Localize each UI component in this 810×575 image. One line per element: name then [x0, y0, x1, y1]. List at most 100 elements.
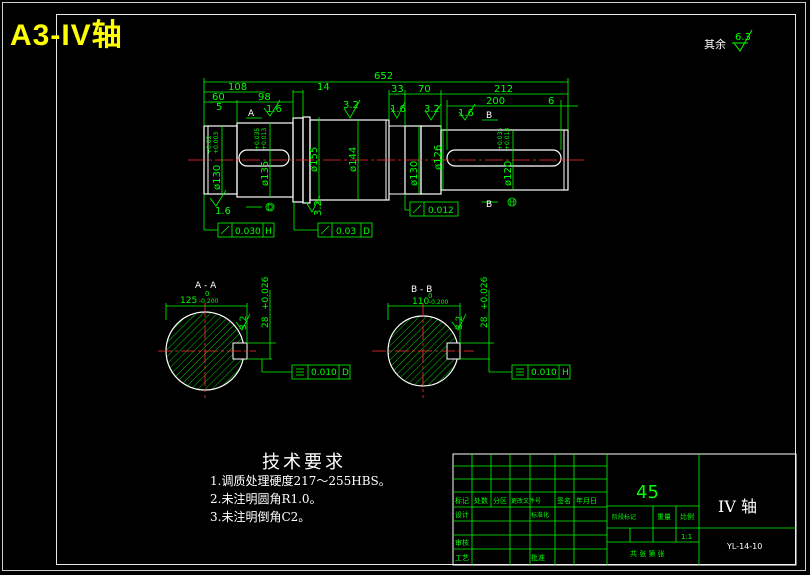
svg-text:+0.026: +0.026 — [480, 276, 490, 310]
svg-text:H: H — [562, 368, 569, 378]
tech-requirement-1: 1.调质处理硬度217～255HBS。 — [210, 474, 391, 488]
finish-note-symbol — [732, 29, 753, 52]
finish-note-text: 其余 — [704, 37, 726, 51]
dim-108: 108 — [228, 82, 247, 93]
tb-design: 设计 — [455, 510, 469, 519]
svg-text:3.2: 3.2 — [455, 316, 465, 330]
svg-text:标记: 标记 — [455, 496, 469, 505]
svg-text:处数: 处数 — [474, 496, 488, 505]
svg-text:ø144: ø144 — [348, 147, 359, 172]
dim-14: 14 — [317, 82, 330, 93]
svg-text:1.6: 1.6 — [215, 206, 231, 217]
drawing-title: A3-IV轴 — [10, 19, 123, 52]
svg-text:D: D — [267, 203, 273, 212]
gdt-frame-left — [204, 222, 275, 238]
gdt-mid-datum: D — [363, 227, 370, 237]
roughness-texts-top: 1.6 3.2 1.6 3.2 1.6 — [266, 100, 474, 119]
tb-drawing-number: YL-14-10 — [726, 542, 762, 551]
section-mark-a-top: A — [248, 109, 255, 119]
dim-overall-length: 652 — [374, 71, 393, 82]
gdt-mid-value: 0.03 — [336, 227, 356, 237]
dim-98: 98 — [258, 92, 271, 103]
svg-text:ø120: ø120 — [503, 161, 514, 186]
svg-text:0: 0 — [428, 292, 432, 300]
section-aa: A - A 0 125 -0.200 28 +0.026 3.2 0.010 D — [158, 276, 351, 398]
gdt-right-value: 0.012 — [428, 206, 454, 216]
tech-requirement-2: 2.未注明圆角R1.0。 — [210, 492, 322, 506]
svg-text:ø135: ø135 — [260, 161, 271, 186]
tb-standardize: 标准化 — [531, 511, 549, 519]
section-aa-sym-tol: 0.010 — [311, 368, 337, 378]
tb-material: 45 — [636, 482, 659, 503]
tb-process: 工艺 — [455, 554, 469, 562]
dimension-texts-top: 652 108 60 98 5 14 33 70 212 200 6 — [212, 71, 554, 113]
svg-text:-0.200: -0.200 — [429, 299, 449, 306]
svg-text:28: 28 — [480, 316, 490, 328]
datum-symbols — [265, 197, 517, 212]
svg-text:28: 28 — [261, 316, 271, 328]
svg-text:H: H — [509, 198, 515, 207]
svg-text:3.2: 3.2 — [343, 100, 359, 111]
svg-text:+0.02: +0.02 — [206, 135, 213, 154]
svg-text:3.2: 3.2 — [424, 104, 440, 115]
svg-text:+0.026: +0.026 — [261, 276, 271, 310]
gdt-left-datum: H — [265, 227, 272, 237]
tb-scale: 比例 — [680, 512, 694, 521]
svg-text:签名: 签名 — [557, 496, 571, 505]
svg-text:3.2: 3.2 — [239, 316, 249, 330]
svg-text:更改文件号: 更改文件号 — [511, 497, 541, 505]
svg-text:年月日: 年月日 — [576, 496, 597, 505]
section-aa-label: A - A — [195, 281, 217, 291]
tech-requirements-title: 技术要求 — [262, 452, 346, 473]
tb-scale-value: 1:1 — [681, 533, 692, 541]
section-bb: B - B 0 110 -0.200 28 +0.026 3.2 0.010 H — [372, 276, 571, 398]
tb-sheets: 共 张 第 张 — [630, 549, 665, 558]
dim-212: 212 — [494, 84, 513, 95]
svg-text:1.6: 1.6 — [458, 108, 474, 119]
diameter-labels: ø130 +0.02 +0.003 ø135 +0.035 +0.013 ø15… — [206, 128, 514, 190]
title-block — [452, 453, 797, 566]
svg-text:0: 0 — [205, 290, 209, 298]
svg-text:+0.003: +0.003 — [213, 132, 220, 154]
section-aa-width: 125 — [180, 296, 197, 306]
svg-text:ø130: ø130 — [212, 165, 223, 190]
diameter-dim-lines — [221, 117, 514, 203]
tb-part-name: IV 轴 — [718, 497, 757, 516]
section-bb-width: 110 — [412, 297, 429, 307]
svg-text:分区: 分区 — [493, 496, 507, 505]
dim-5: 5 — [216, 102, 222, 113]
gdt-left-value: 0.030 — [235, 227, 261, 237]
tb-weight: 重量 — [657, 513, 671, 521]
dim-60: 60 — [212, 92, 225, 103]
gdt-frame-mid — [294, 222, 373, 238]
dim-70: 70 — [418, 84, 431, 95]
svg-text:+0.035: +0.035 — [497, 128, 504, 150]
section-bb-sym-tol: 0.010 — [531, 368, 557, 378]
section-bb-label: B - B — [411, 285, 432, 295]
section-mark-b-top: B — [486, 111, 492, 121]
section-mark-b-bottom: B — [486, 200, 492, 210]
dim-200: 200 — [486, 96, 505, 107]
svg-text:+0.013: +0.013 — [504, 128, 511, 150]
svg-text:D: D — [342, 368, 349, 378]
roughness-symbols-bottom — [203, 189, 406, 230]
tech-requirement-3: 3.未注明倒角C2。 — [210, 510, 311, 524]
dim-33: 33 — [391, 84, 404, 95]
svg-text:+0.035: +0.035 — [254, 128, 261, 150]
section-markers — [246, 117, 498, 208]
svg-text:1.6: 1.6 — [390, 104, 406, 115]
inner-border — [56, 14, 796, 565]
tb-stage-mark: 阶段标记 — [612, 513, 636, 521]
svg-text:+0.013: +0.013 — [261, 128, 268, 150]
finish-note-value: 6.3 — [735, 32, 751, 43]
svg-text:3.2: 3.2 — [313, 200, 324, 216]
svg-text:-0.200: -0.200 — [199, 298, 219, 305]
roughness-symbols-top — [263, 99, 476, 121]
svg-text:ø130: ø130 — [409, 161, 420, 186]
svg-text:1.6: 1.6 — [266, 104, 282, 115]
svg-text:ø155: ø155 — [309, 147, 320, 172]
svg-text:ø126: ø126 — [433, 145, 444, 170]
